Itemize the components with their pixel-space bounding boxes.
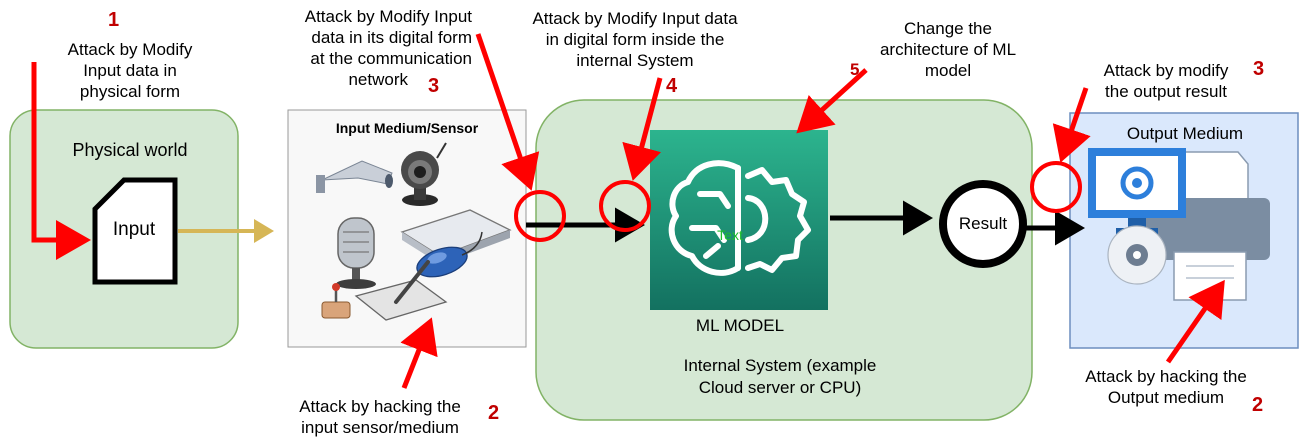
attack-3-network-line-2: data in its digital form [311, 28, 472, 47]
attack-arrow-3-output [1052, 87, 1091, 163]
input-box [92, 177, 178, 285]
attack-point-output-circle [1030, 161, 1082, 213]
attack-5-text: Change the architecture of ML model [858, 18, 1038, 81]
internal-system-label-line1: Internal System (example [683, 356, 877, 375]
attack-3-network-line-3: at the communication [310, 49, 472, 68]
attack-4-line-2: in digital form inside the [545, 30, 725, 49]
attack-1-text: Attack by Modify Input data in physical … [40, 39, 220, 102]
speaker-disc-icon [1107, 225, 1167, 285]
attack-2-output-line-2: Output medium [1107, 388, 1225, 407]
attack-2-input-line-1: Attack by hacking the [299, 397, 461, 416]
input-medium-label: Input Medium/Sensor [335, 120, 479, 136]
attack-1-line-3: physical form [79, 82, 181, 101]
attack-3-output-line-1: Attack by modify [1103, 61, 1229, 80]
output-medium-label: Output Medium [1126, 124, 1244, 143]
attack-3-output-line-2: the output result [1105, 82, 1227, 101]
attack-2-input-number: 2 [488, 402, 500, 424]
attack-3-output-text: Attack by modify the output result [1082, 60, 1250, 102]
security-camera-icon [316, 160, 393, 193]
attack-5-line-3: model [924, 61, 972, 80]
microphone-icon [336, 217, 376, 289]
result-label: Result [958, 214, 1008, 233]
ml-brain-gear-icon [668, 160, 811, 276]
attack-4-text: Attack by Modify Input data in digital f… [518, 8, 752, 71]
attack-arrow-4-internal [622, 77, 663, 181]
input-label: Input [112, 219, 156, 240]
attack-point-internal-circle [599, 180, 651, 232]
attack-5-line-1: Change the [904, 19, 992, 38]
joystick-icon [321, 283, 351, 319]
physical-world-label: Physical world [72, 140, 188, 160]
result-node [939, 180, 1027, 268]
attack-3-output-number: 3 [1253, 58, 1265, 80]
attack-arrow-3-network [475, 33, 540, 191]
webcam-icon [401, 142, 447, 206]
attack-4-number: 4 [666, 75, 678, 97]
attack-3-network-text: Attack by Modify Input data in its digit… [262, 6, 472, 90]
attack-arrow-1 [31, 62, 91, 260]
attack-arrow-2-input [400, 317, 438, 389]
attack-3-network-line-1: Attack by Modify Input [304, 7, 472, 26]
mouse-icon [416, 231, 483, 278]
attack-1-line-2: Input data in [83, 61, 177, 80]
attack-3-network-line-4: network [348, 70, 408, 89]
attack-5-line-2: architecture of ML [879, 40, 1017, 59]
ml-model-label: ML MODEL [695, 316, 785, 335]
attack-5-number: 5 [850, 60, 860, 79]
attack-1-number: 1 [108, 9, 120, 31]
ml-model-inner-text: Text [717, 227, 743, 243]
attack-2-output-number: 2 [1252, 394, 1264, 416]
attack-4-line-3: internal System [576, 51, 694, 70]
attack-point-network-circle [514, 190, 566, 242]
attack-1-line-1: Attack by Modify [67, 40, 193, 59]
internal-system-label-line2: Cloud server or CPU) [698, 378, 862, 397]
attack-3-network-number: 3 [428, 75, 440, 97]
pen-tablet-icon [354, 260, 448, 321]
attack-arrow-5-model [796, 68, 868, 134]
attack-2-input-text: Attack by hacking the input sensor/mediu… [280, 396, 480, 438]
attack-arrow-2-output [1165, 279, 1225, 364]
attack-2-output-text: Attack by hacking the Output medium [1066, 366, 1266, 408]
attack-2-output-line-1: Attack by hacking the [1085, 367, 1247, 386]
attack-4-line-1: Attack by Modify Input data [532, 9, 738, 28]
attack-2-input-line-2: input sensor/medium [301, 418, 459, 437]
monitor-icon [1088, 148, 1186, 234]
